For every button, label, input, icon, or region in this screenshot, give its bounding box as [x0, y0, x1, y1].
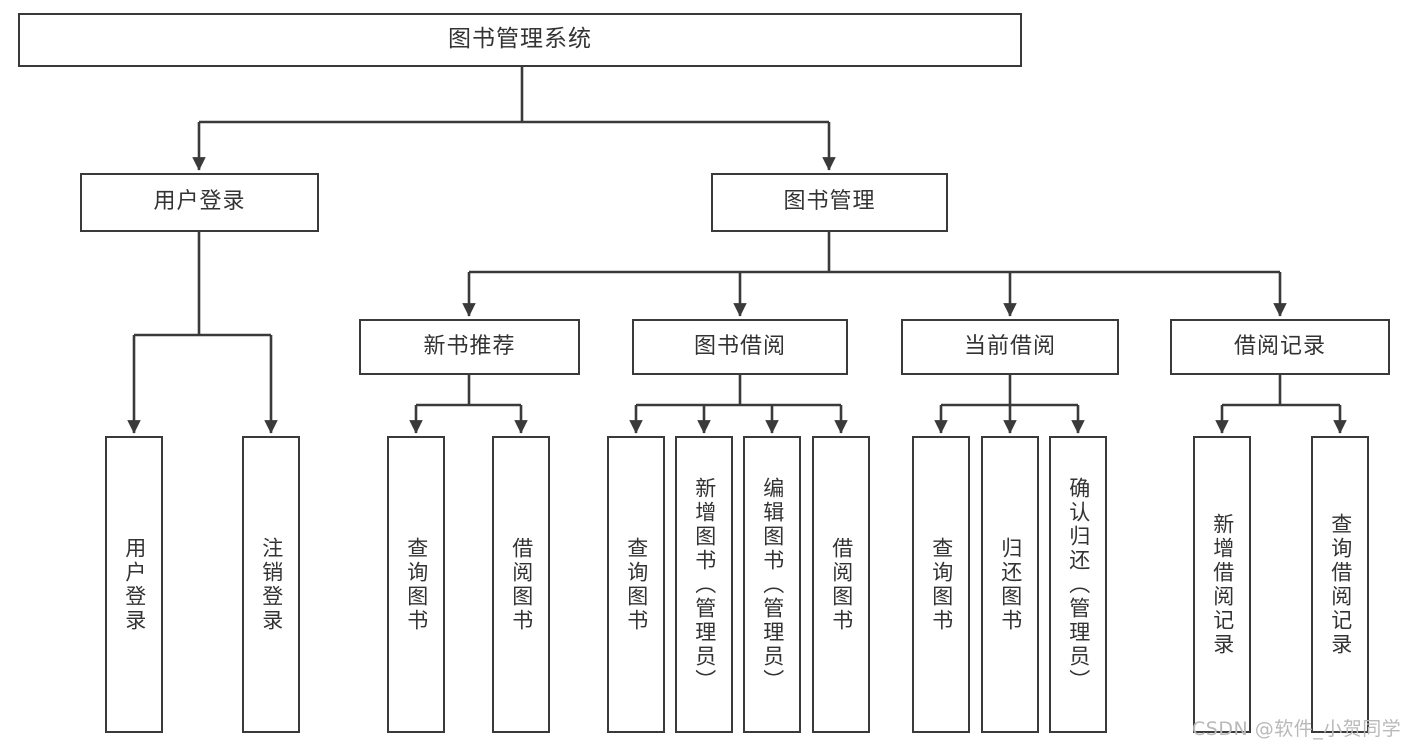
node-label: 新增借阅记录: [1210, 512, 1235, 657]
leaf-borrow-record-add-record[interactable]: 新增借阅记录: [1193, 436, 1251, 733]
leaf-user-login-logout[interactable]: 注销登录: [242, 436, 300, 733]
node-label: 确认归还（管理员）: [1066, 476, 1091, 693]
node-label: 查询图书: [929, 536, 954, 633]
node-label: 查询图书: [624, 536, 649, 633]
node-label: 归还图书: [998, 536, 1023, 633]
node-label: 用户登录: [122, 536, 147, 633]
leaf-new-book-query-book[interactable]: 查询图书: [387, 436, 445, 733]
node-label: 借阅记录: [1233, 333, 1326, 359]
node-label: 用户登录: [153, 189, 246, 215]
leaf-book-borrow-add-book-admin[interactable]: 新增图书（管理员）: [675, 436, 733, 733]
node-book-management[interactable]: 图书管理: [711, 173, 948, 232]
node-user-login[interactable]: 用户登录: [80, 173, 319, 232]
node-label: 图书管理系统: [448, 26, 592, 53]
node-label: 图书借阅: [693, 333, 786, 359]
leaf-current-borrow-query-book[interactable]: 查询图书: [912, 436, 970, 733]
node-label: 当前借阅: [963, 333, 1056, 359]
leaf-book-borrow-borrow-book[interactable]: 借阅图书: [812, 436, 870, 733]
node-label: 借阅图书: [509, 536, 534, 633]
node-label: 图书管理: [783, 189, 876, 215]
leaf-borrow-record-query-record[interactable]: 查询借阅记录: [1311, 436, 1369, 733]
node-label: 新增图书（管理员）: [692, 476, 717, 693]
leaf-book-borrow-query-book[interactable]: 查询图书: [607, 436, 665, 733]
node-current-borrow[interactable]: 当前借阅: [901, 319, 1119, 375]
leaf-current-borrow-return-book[interactable]: 归还图书: [981, 436, 1039, 733]
node-label: 查询图书: [404, 536, 429, 633]
node-label: 借阅图书: [829, 536, 854, 633]
node-book-borrow[interactable]: 图书借阅: [632, 319, 848, 375]
node-new-book-recommend[interactable]: 新书推荐: [359, 319, 580, 375]
leaf-current-borrow-confirm-return-admin[interactable]: 确认归还（管理员）: [1049, 436, 1107, 733]
leaf-book-borrow-edit-book-admin[interactable]: 编辑图书（管理员）: [743, 436, 801, 733]
node-label: 编辑图书（管理员）: [760, 476, 785, 693]
node-label: 新书推荐: [423, 333, 516, 359]
node-borrow-record[interactable]: 借阅记录: [1170, 319, 1390, 375]
leaf-user-login-login[interactable]: 用户登录: [105, 436, 163, 733]
leaf-new-book-borrow-book[interactable]: 借阅图书: [492, 436, 550, 733]
node-root-system[interactable]: 图书管理系统: [18, 13, 1022, 67]
csdn-watermark: CSDN @软件_小贺同学: [1192, 718, 1402, 740]
node-label: 查询借阅记录: [1328, 512, 1353, 657]
node-label: 注销登录: [259, 536, 284, 633]
